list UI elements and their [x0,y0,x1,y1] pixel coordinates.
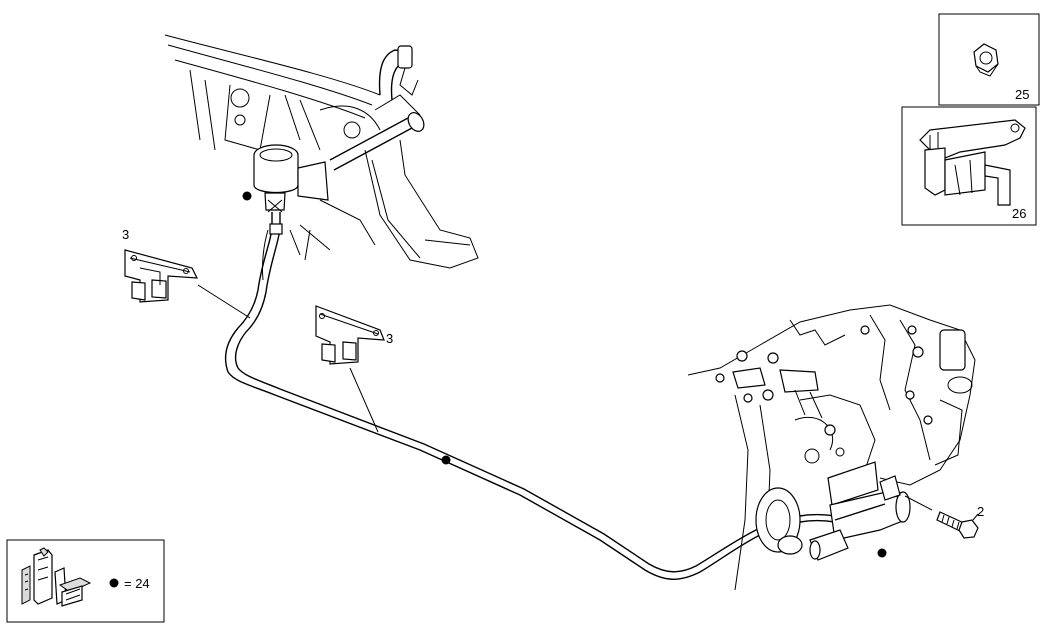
gearbox-housing [687,304,976,591]
hydraulic-clutch-pipe [224,212,836,580]
bracket-icon [919,119,1026,206]
clutch-slave-cylinder [809,461,911,561]
sealant-tube-icon [21,547,92,607]
mounting-bolt [936,511,979,539]
leader-line [904,495,933,511]
pipe-bracket-center [315,305,385,365]
bracket-center-callout: 3 [386,331,393,346]
nut-icon [973,43,999,77]
pipe-bracket-left [124,249,199,303]
legend-panel: = 24 [6,539,165,623]
leader-line [197,284,251,319]
sealant-point-marker [877,548,887,558]
bolt-callout: 2 [977,504,984,519]
leader-line [972,513,979,521]
inset-nut-panel: 25 [938,13,1040,106]
inset-bracket-number: 26 [1012,206,1026,221]
pedal-box-assembly [164,34,479,269]
sealant-point-marker [441,455,451,465]
housing-bolts [715,325,933,436]
leader-line [349,367,379,433]
inset-nut-number: 25 [1015,87,1029,102]
legend-bullet-icon [109,578,119,588]
inset-bracket-panel: 26 [901,106,1037,226]
legend-text: = 24 [124,576,150,591]
sealant-point-marker [242,191,252,201]
bracket-left-callout: 3 [122,227,129,242]
